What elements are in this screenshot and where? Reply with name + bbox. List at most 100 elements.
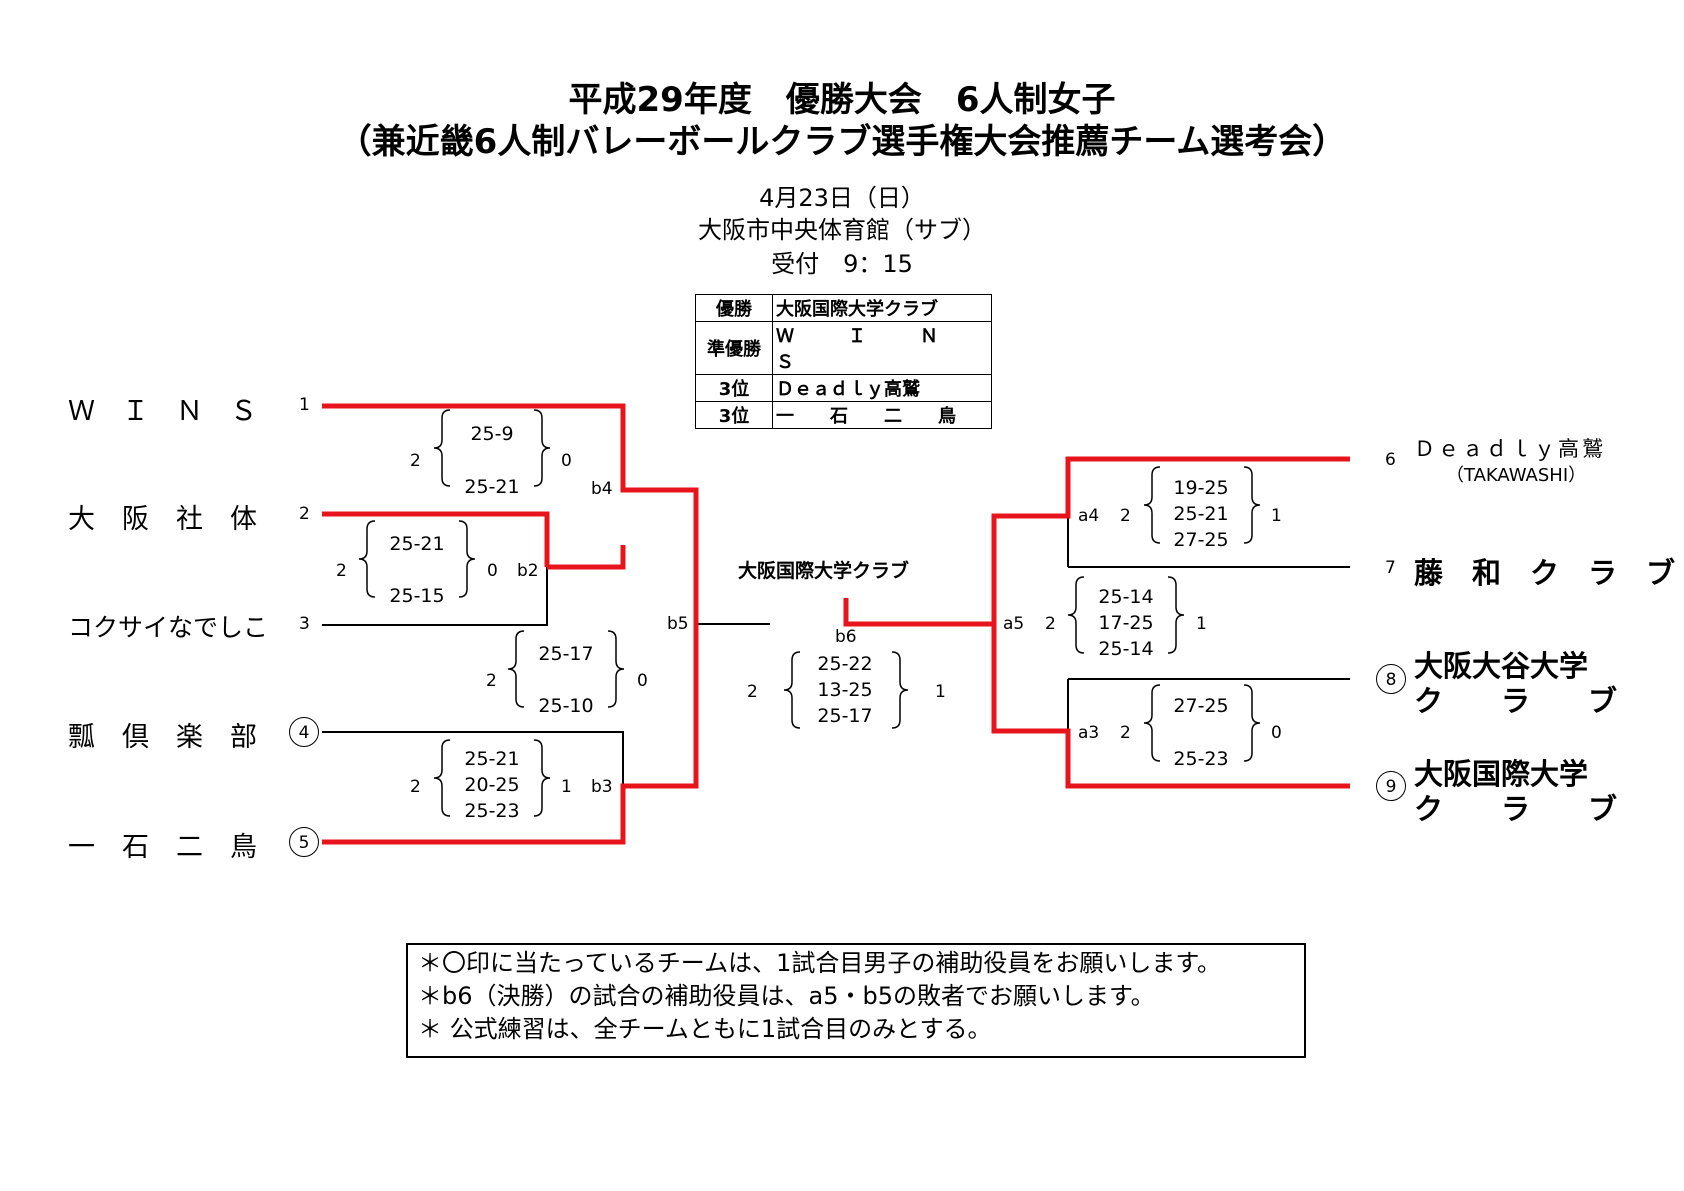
match-b5-code: b5 [667,614,689,634]
match-a4-code: a4 [1078,506,1100,526]
rank-cell: 準優勝 [695,321,773,375]
score-brace [458,520,476,598]
match-b3-set-3: 25-23 [464,800,520,822]
rank-cell: 3位 [695,401,773,429]
score-brace [533,739,551,817]
match-a3-set-1: 27-25 [1173,695,1229,717]
winner-line [322,511,550,567]
match-b6-losses: 1 [935,682,946,702]
score-brace [533,409,551,487]
winner-line [322,403,699,624]
seed-3: 3 [299,614,310,634]
score-brace [1067,576,1085,654]
page-subtitle: （兼近畿6人制バレーボールクラブ選手権大会推薦チーム選考会） [337,122,1347,162]
match-b2-code: b2 [517,561,539,581]
match-a3-set-2: 25-23 [1173,748,1229,770]
note-line: ＊ 公式練習は、全チームともに1試合目のみとする。 [418,1015,992,1043]
match-a3-code: a3 [1078,723,1100,743]
rank-cell: 3位 [695,374,773,402]
score-brace [507,630,525,708]
match-a3-wins: 2 [1120,723,1131,743]
winner-line [991,456,1350,624]
team-name-8: 大阪大谷大学 [1414,649,1589,683]
match-a4-set-1: 19-25 [1173,477,1229,499]
match-a4-set-2: 25-21 [1173,503,1229,525]
seed-1: 1 [299,395,310,415]
match-b3-code: b3 [591,777,613,797]
winner-line [991,624,1350,789]
match-b2-wins: 2 [336,561,347,581]
bracket-line [322,731,624,786]
team-cell: Ｄｅａｄｌｙ高鷲 [772,374,992,402]
seed-8-circle: 8 [1376,664,1406,694]
winner-line [843,598,994,627]
match-b4-losses: 0 [561,451,572,471]
match-a3-losses: 0 [1271,723,1282,743]
match-b3-set-1: 25-21 [464,748,520,770]
score-brace [433,739,451,817]
match-b3-wins: 2 [410,777,421,797]
score-brace [607,630,625,708]
team-name-3: コクサイなでしこ [68,613,269,642]
match-b4-set-1: 25-9 [470,423,514,445]
results-row: 3位一 石 二 鳥 [695,401,992,429]
team-name-5: 一 石 二 鳥 [68,832,257,863]
match-b6-code: b6 [835,627,857,647]
match-b6-set-3: 25-17 [817,705,873,727]
seed-7: 7 [1385,558,1396,578]
score-brace [1143,684,1161,762]
match-b5-set-2: 25-10 [538,695,594,717]
score-brace [783,651,801,729]
team-name-2: 大 阪 社 体 [68,504,257,535]
seed-9-circle: 9 [1376,771,1406,801]
score-brace [1167,576,1185,654]
score-brace [1243,684,1261,762]
match-a5-set-1: 25-14 [1098,586,1154,608]
match-a5-losses: 1 [1196,614,1207,634]
team-name-1: Ｗ Ｉ Ｎ Ｓ [68,396,257,427]
match-b6-wins: 2 [747,682,758,702]
score-brace [358,520,376,598]
match-a5-set-2: 17-25 [1098,612,1154,634]
score-brace [433,409,451,487]
reception-time: 受付 9：15 [771,250,913,278]
match-b2-set-1: 25-21 [389,533,445,555]
team-name-7: 藤 和 ク ラ ブ [1414,556,1676,590]
match-b4-set-2: 25-21 [464,476,520,498]
event-venue: 大阪市中央体育館（サブ） [698,216,986,244]
team-name-6-sub: （TAKAWASHI） [1446,465,1587,486]
match-b5-set-1: 25-17 [538,643,594,665]
match-a5-code: a5 [1003,614,1025,634]
match-b6-set-2: 13-25 [817,679,873,701]
page-title: 平成29年度 優勝大会 6人制女子 [568,80,1116,120]
match-a4-losses: 1 [1271,506,1282,526]
team-name-8-sub: ク ラ ブ [1414,684,1618,718]
team-name-9-sub: ク ラ ブ [1414,792,1618,826]
team-name-6: Ｄｅａｄｌｙ高鷲 [1414,437,1606,461]
event-date: 4月23日（日） [759,184,925,212]
match-b3-set-2: 20-25 [464,774,520,796]
match-a5-set-3: 25-14 [1098,638,1154,660]
match-a5-wins: 2 [1045,614,1056,634]
seed-6: 6 [1385,450,1396,470]
match-b5-wins: 2 [486,671,497,691]
match-b6-set-1: 25-22 [817,653,873,675]
winner-line [322,624,699,845]
match-a4-wins: 2 [1120,506,1131,526]
match-b3-losses: 1 [561,777,572,797]
match-b4-wins: 2 [410,451,421,471]
match-b2-losses: 0 [487,561,498,581]
team-name-9: 大阪国際大学 [1414,757,1589,791]
rank-cell: 優勝 [695,294,773,322]
note-line: ＊b6（決勝）の試合の補助役員は、a5・b5の敗者でお願いします。 [418,982,1155,1010]
match-b2-set-2: 25-15 [389,585,445,607]
score-brace [891,651,909,729]
bracket-line [322,567,548,626]
seed-4-circle: 4 [289,717,319,747]
match-b4-code: b4 [591,479,613,499]
match-b5-losses: 0 [637,671,648,691]
